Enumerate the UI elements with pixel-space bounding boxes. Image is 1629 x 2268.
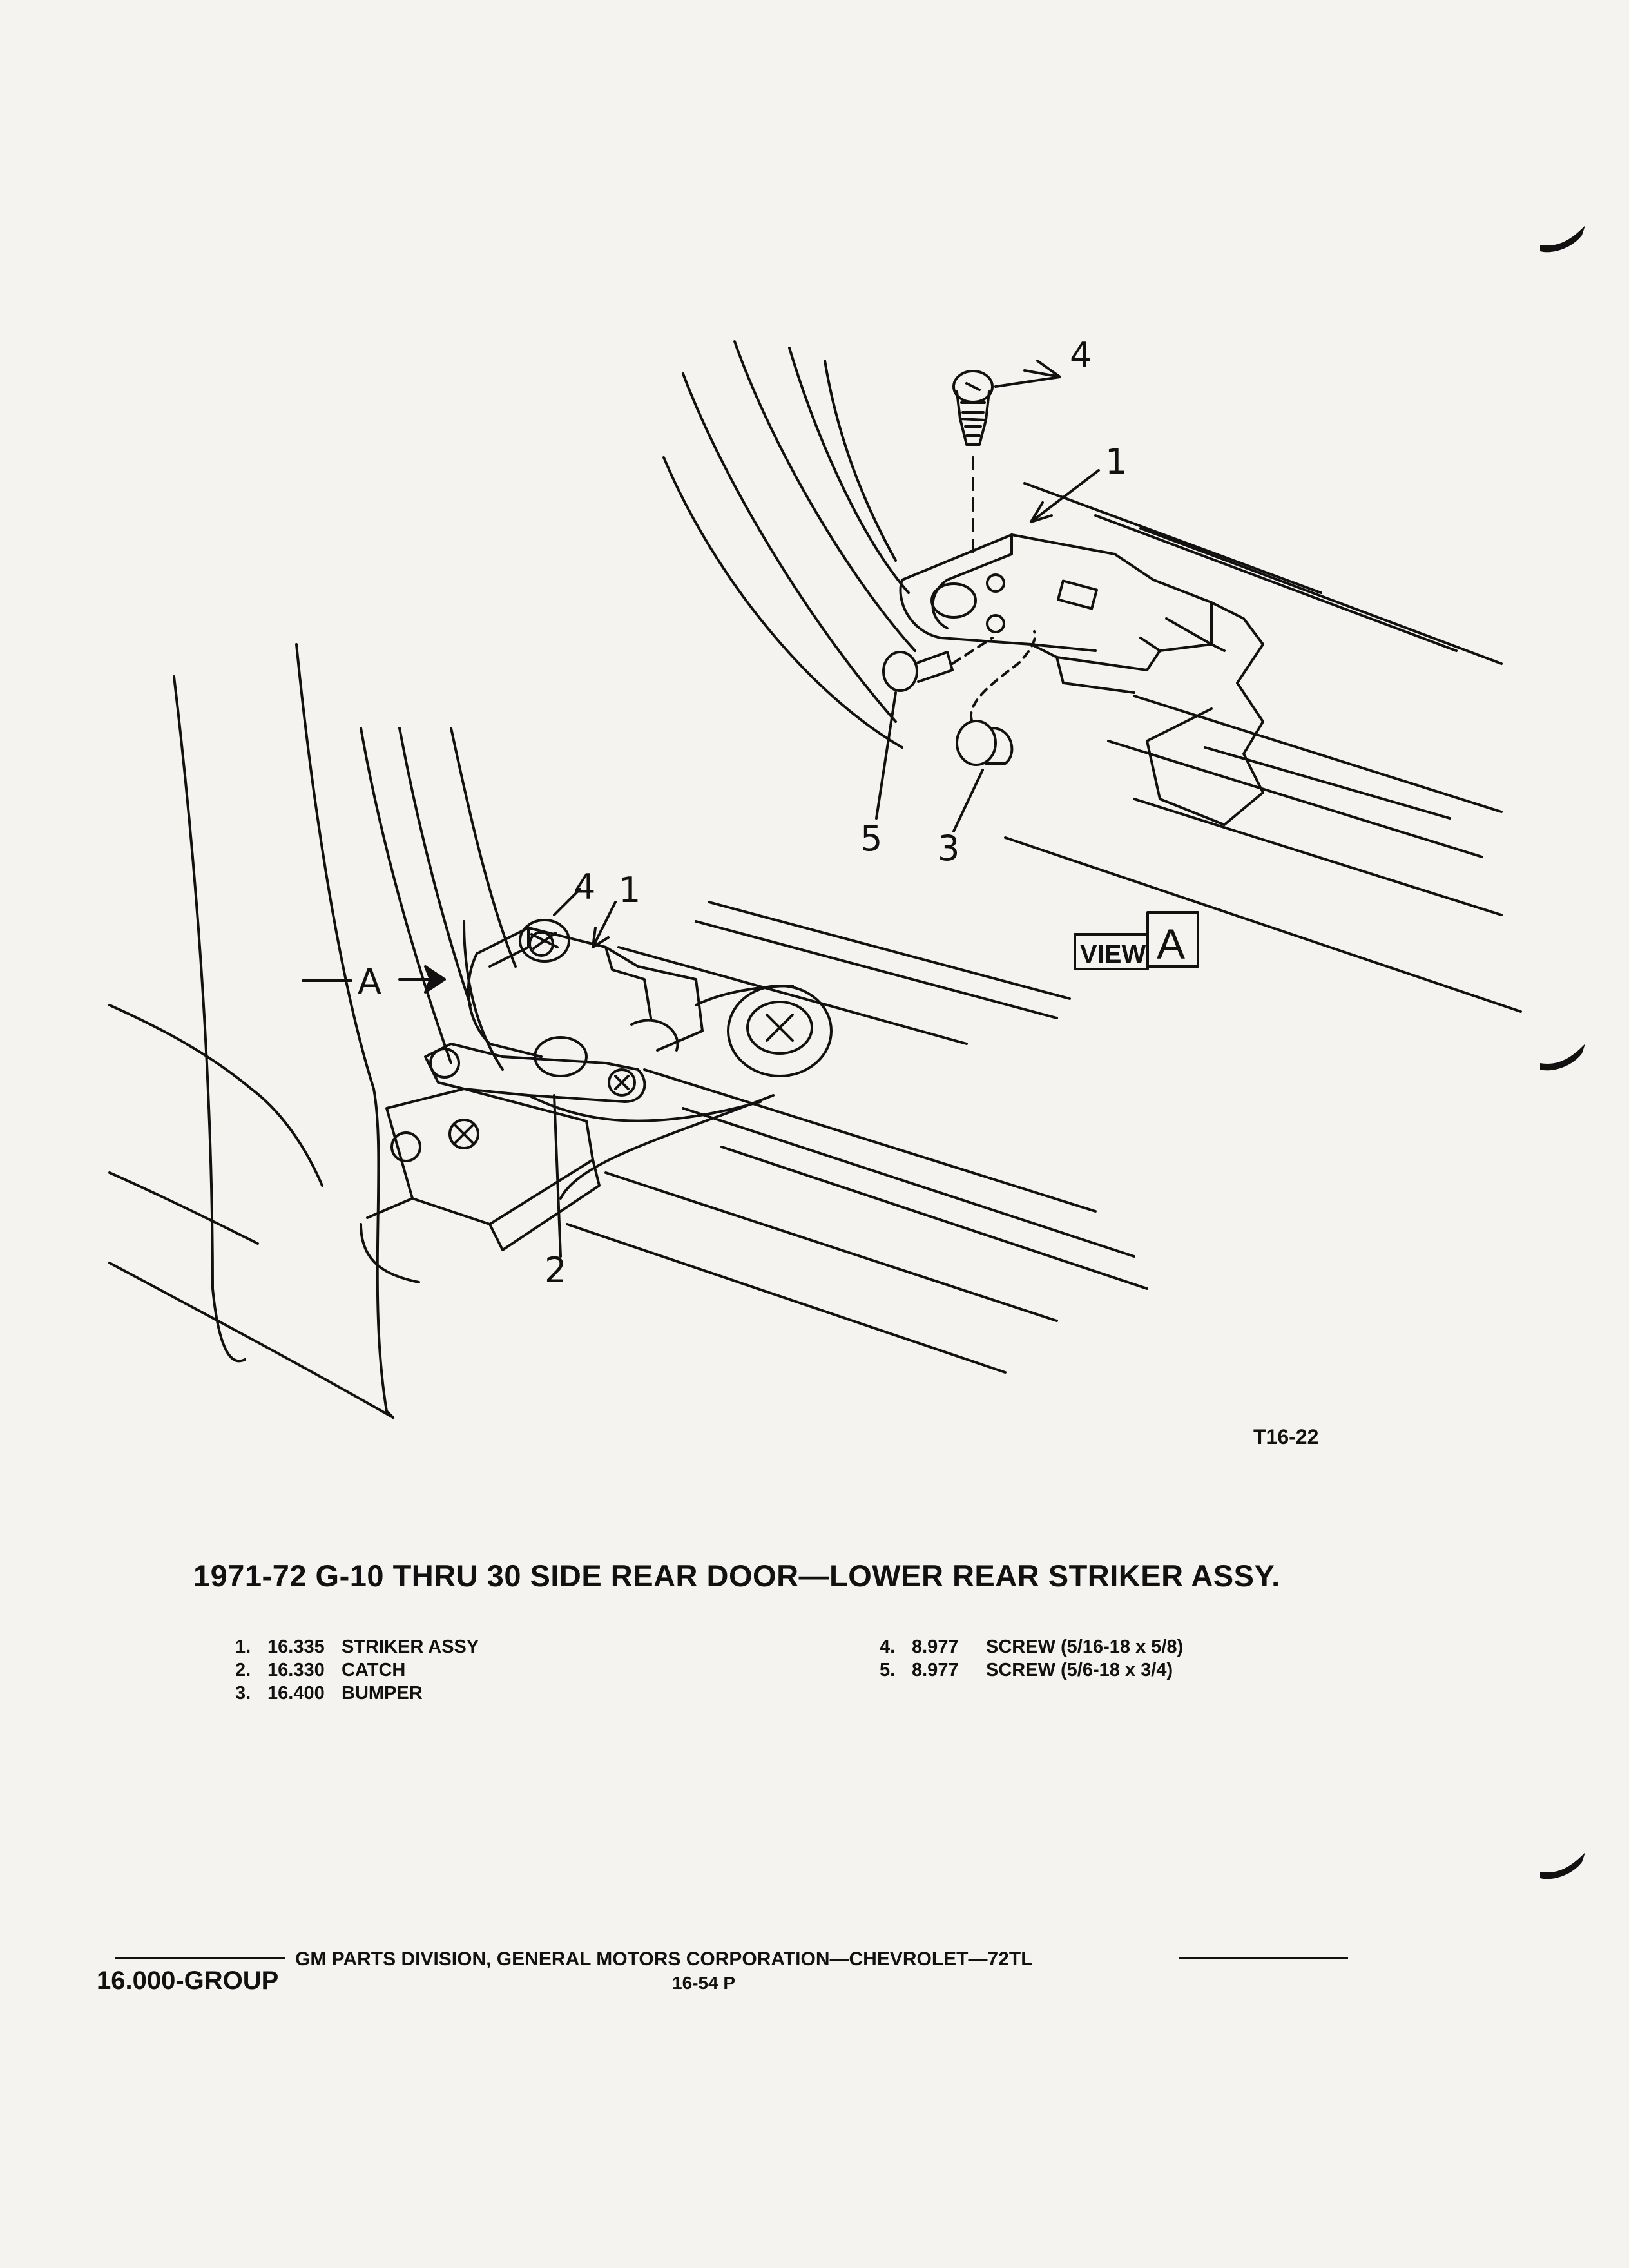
figure-code: T16-22 [1253, 1425, 1319, 1448]
view-box-label: VIEW [1080, 940, 1146, 968]
callout-lower-2: 2 [545, 1250, 566, 1291]
page-number: 16-54 P [672, 1973, 736, 1993]
view-arrow-label: A [358, 961, 381, 1002]
view-box-letter: A [1157, 920, 1185, 968]
callout-upper-1: 1 [1105, 441, 1127, 482]
page-title: 1971-72 G-10 THRU 30 SIDE REAR DOOR—LOWE… [193, 1559, 1280, 1593]
callout-upper-4: 4 [1070, 335, 1092, 376]
footer-rule-right [1179, 1957, 1348, 1959]
callout-upper-5: 5 [860, 818, 882, 859]
callout-lower-1: 1 [619, 870, 641, 910]
callout-lower-4: 4 [574, 867, 595, 907]
footer-rule-left [115, 1957, 285, 1959]
margin-marks [1540, 226, 1585, 1879]
callout-labels: 4 1 5 3 4 1 2 A VIEW A [358, 335, 1185, 1291]
callout-upper-3: 3 [938, 828, 959, 869]
main-assembly-view [108, 643, 1148, 1419]
group-number: 16.000-GROUP [97, 1966, 279, 1995]
view-a-detail [662, 340, 1522, 1013]
publisher-line: GM PARTS DIVISION, GENERAL MOTORS CORPOR… [295, 1948, 1033, 1970]
